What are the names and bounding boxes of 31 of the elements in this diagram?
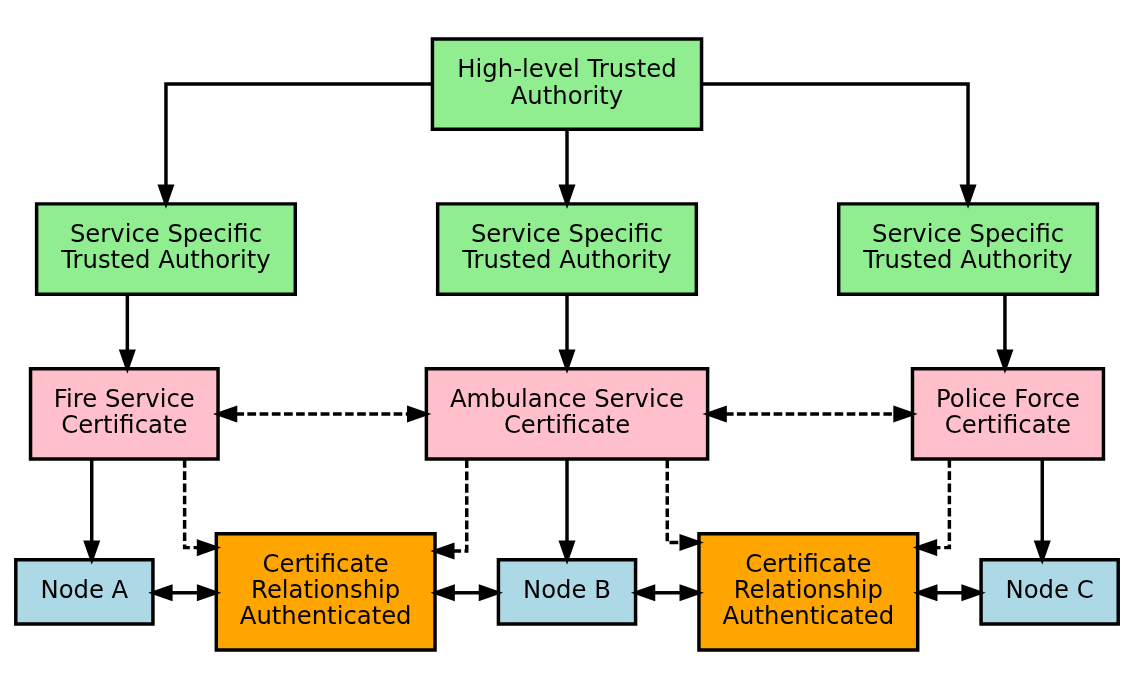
arrow: [913, 583, 986, 601]
arrow: [430, 459, 469, 560]
arrow: [665, 459, 704, 551]
arrow: [212, 404, 432, 422]
arrow: [702, 404, 918, 422]
node-box: Service Specific Trusted Authority: [836, 201, 1100, 296]
node-box: Node B: [496, 557, 638, 626]
arrow: [996, 294, 1014, 374]
node-box: Service Specific Trusted Authority: [34, 201, 298, 296]
arrow: [148, 583, 222, 601]
node-box: Node C: [979, 557, 1120, 626]
node-box: Service Specific Trusted Authority: [435, 201, 699, 296]
node-box: Certificate Relationship Authenticated: [697, 531, 920, 652]
arrow: [430, 583, 504, 601]
node-box: Certificate Relationship Authenticated: [214, 531, 437, 652]
arrow: [912, 458, 952, 556]
arrow: [558, 458, 576, 565]
arrow: [157, 81, 433, 209]
arrow: [630, 583, 704, 601]
node-box: High-level Trusted Authority: [430, 36, 704, 131]
node-box: Fire Service Certificate: [28, 366, 220, 461]
arrow: [558, 129, 576, 209]
node-box: Police Force Certificate: [910, 366, 1106, 461]
arrow: [118, 294, 136, 374]
arrow: [182, 458, 222, 556]
arrow: [1033, 458, 1051, 565]
arrow: [83, 458, 101, 565]
node-box: Ambulance Service Certificate: [424, 366, 710, 461]
arrow: [558, 294, 576, 374]
node-box: Node A: [14, 557, 155, 626]
arrow: [701, 81, 977, 209]
